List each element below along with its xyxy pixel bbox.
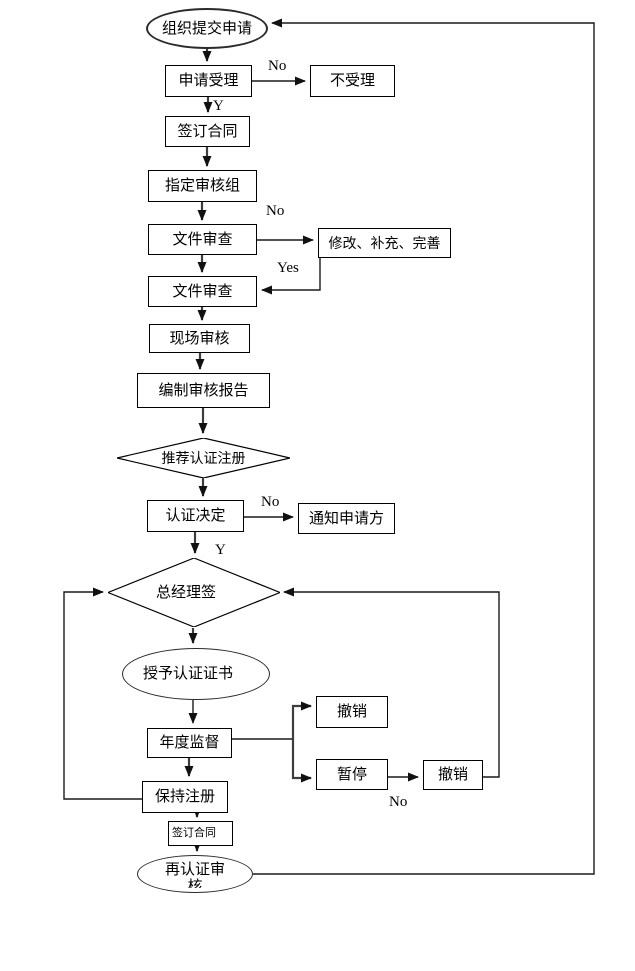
node-label-recert-audit: 再认证审核 [164,860,225,888]
node-label-gm-sign: 总经理签 [155,583,216,601]
node-label-resign-contract: 签订合同 [172,827,216,840]
node-org-submit: 组织提交申请 [146,8,268,49]
node-label-modify-supplement: 修改、补充、完善 [328,234,441,251]
node-resign-contract: 签订合同 [168,821,233,846]
node-audit-report: 编制审核报告 [137,373,270,408]
edge-label-no-accept: No [268,58,287,74]
node-label-annual-supervision: 年度监督 [159,734,220,752]
diamond-shape-recommend-cert [117,438,290,478]
node-annual-supervision: 年度监督 [147,728,232,758]
node-label-reject: 不受理 [329,72,375,90]
node-label-site-audit: 现场审核 [169,329,230,347]
edge-modify-to-docreview2 [261,258,321,295]
node-assign-team: 指定审核组 [148,170,257,202]
node-keep-registration: 保持注册 [142,781,228,813]
node-label-suspend: 暂停 [336,765,367,783]
node-cert-decision: 认证决定 [147,500,244,532]
node-recommend-cert: 推荐认证注册 [117,438,290,478]
node-label-revoke-1: 撤销 [336,703,367,721]
node-accept: 申请受理 [165,65,252,97]
edge-keep-to-gmsign [63,587,142,800]
node-label-cert-decision: 认证决定 [165,507,226,525]
edge-label-y-accept: Y [213,98,224,114]
node-label-assign-team: 指定审核组 [164,177,240,195]
node-modify-supplement: 修改、补充、完善 [318,228,451,258]
node-gm-sign: 总经理签 [108,558,280,627]
node-label-org-submit: 组织提交申请 [161,19,252,37]
node-reject: 不受理 [310,65,395,97]
edge-label-no-docreview: No [266,203,285,219]
edge-label-no-suspend: No [389,794,408,810]
edge-recert-to-org [253,18,595,875]
edge-branch-to-revoke1 [291,701,312,739]
node-label-grant-certificate: 授予认证证书 [142,665,233,683]
node-label-recommend-cert: 推荐认证注册 [161,449,246,466]
edge-revoke2-to-gmsign [283,587,500,778]
node-site-audit: 现场审核 [149,324,250,353]
node-label-doc-review-2: 文件审查 [172,282,233,300]
node-label-accept: 申请受理 [178,72,239,90]
node-doc-review-1: 文件审查 [148,224,257,255]
node-revoke-2: 撤销 [423,760,483,790]
diamond-shape-gm-sign [108,558,280,627]
edge-label-yes-modify: Yes [277,260,299,276]
node-sign-contract: 签订合同 [165,116,250,147]
node-recert-audit: 再认证审核 [137,855,253,893]
node-label-keep-registration: 保持注册 [154,788,215,806]
node-revoke-1: 撤销 [316,696,388,728]
node-label-doc-review-1: 文件审查 [172,230,233,248]
node-notify-applicant: 通知申请方 [298,503,395,534]
node-label-notify-applicant: 通知申请方 [308,509,384,527]
edge-label-no-decision: No [261,494,280,510]
node-label-sign-contract: 签订合同 [177,122,238,140]
node-label-audit-report: 编制审核报告 [158,381,249,399]
node-suspend: 暂停 [316,759,388,790]
node-label-revoke-2: 撤销 [437,766,468,784]
node-doc-review-2: 文件审查 [148,276,257,307]
edge-label-y-decision: Y [215,542,226,558]
node-grant-certificate: 授予认证证书 [122,648,270,700]
edge-branch-to-suspend [291,739,312,783]
